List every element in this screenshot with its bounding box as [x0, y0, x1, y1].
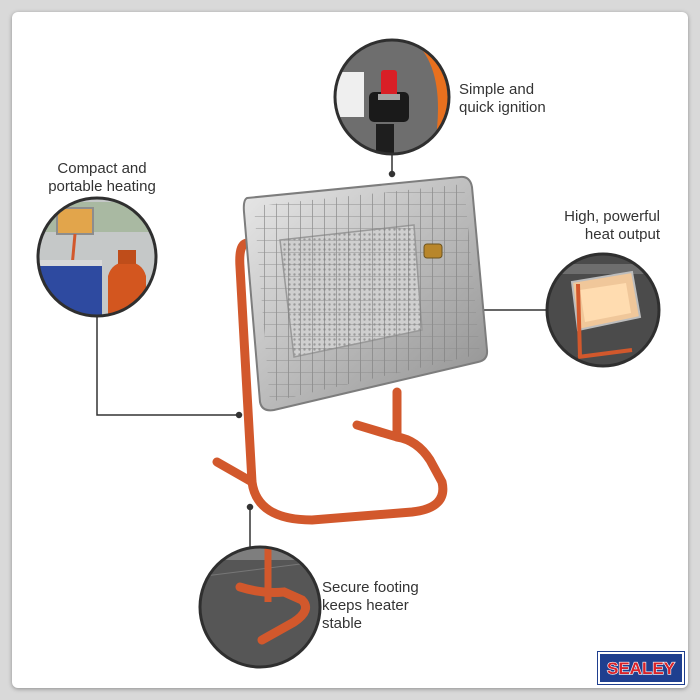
gas-connector — [423, 243, 443, 259]
callout-dot-compact — [235, 411, 243, 419]
footing-inset — [198, 545, 322, 669]
callout-line-compact — [96, 317, 237, 416]
caption-footing-line-2: keeps heater — [322, 597, 409, 614]
stand-foot-left — [212, 457, 257, 487]
ignition-inset — [333, 38, 451, 156]
caption-ignition-line-2: quick ignition — [459, 99, 546, 116]
sealey-logo-mark: SEALEY — [606, 658, 676, 678]
caption-output: High, powerful heat output — [522, 208, 660, 244]
sealey-logo-text: SEALEY — [607, 659, 676, 678]
product-illustration — [36, 38, 661, 669]
caption-output-line-2: heat output — [584, 226, 660, 243]
safety-guard — [254, 184, 480, 402]
caption-ignition: Simple and quick ignition — [459, 81, 546, 117]
output-inset — [545, 252, 661, 368]
sealey-logo: SEALEY — [597, 651, 685, 685]
compact-inset — [36, 196, 158, 318]
product-card: Compact and portable heating Simple and … — [12, 12, 688, 688]
compact-inset-ring — [36, 196, 158, 318]
caption-footing-line-3: stable — [322, 615, 363, 632]
output-inset-ring — [545, 252, 661, 368]
heater-body — [242, 175, 489, 412]
stand-base-loop — [247, 420, 448, 525]
caption-ignition-line-1: Simple and — [459, 81, 535, 98]
caption-footing: Secure footing keeps heater stable — [322, 579, 419, 633]
caption-footing-line-1: Secure footing — [322, 579, 419, 596]
caption-compact-line-1: Compact and — [57, 160, 147, 177]
callout-dot-ignition — [388, 170, 396, 178]
caption-compact-line-2: portable heating — [48, 178, 156, 195]
ignition-inset-ring — [333, 38, 451, 156]
caption-output-line-1: High, powerful — [564, 208, 660, 225]
callout-dot-footing — [246, 503, 254, 511]
caption-compact: Compact and portable heating — [32, 160, 172, 196]
footing-inset-ring — [198, 545, 322, 669]
